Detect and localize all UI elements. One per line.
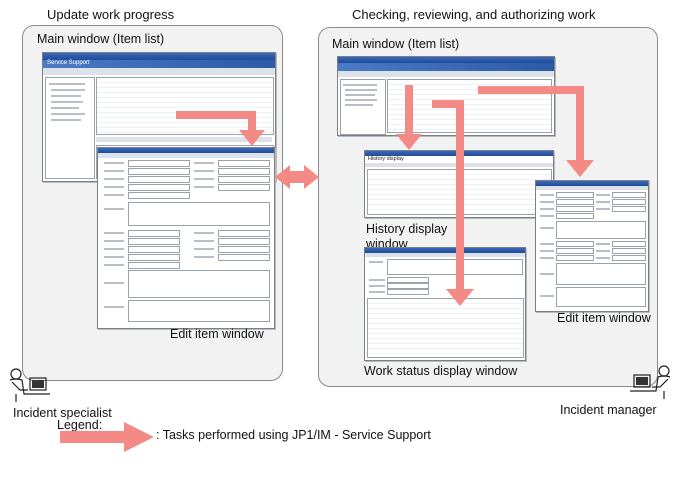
arrow-to-edit-horizontal [478, 86, 584, 94]
arrow-to-work-status-horizontal [432, 100, 464, 108]
edit-window-left [97, 147, 275, 329]
caption-main-window-right: Main window (Item list) [332, 37, 460, 51]
arrow-right-icon [60, 422, 154, 452]
arrow-to-work-status-head [446, 289, 474, 306]
legend-text: : Tasks performed using JP1/IM - Service… [156, 428, 431, 442]
arrow-left-horizontal [176, 111, 256, 119]
heading-update-work-progress: Update work progress [47, 7, 175, 22]
legend-title: Legend: [57, 418, 103, 432]
main-window-right [337, 56, 555, 136]
person-right-icon [630, 365, 671, 399]
caption-edit-window-left: Edit item window [170, 327, 264, 341]
main-window-left-title: Service Support [47, 60, 90, 66]
caption-work-status-window: Work status display window [364, 364, 518, 378]
heading-checking-reviewing: Checking, reviewing, and authorizing wor… [352, 7, 596, 22]
arrow-to-edit-vertical [576, 86, 584, 162]
person-left-icon [9, 368, 50, 402]
person-left-label: Incident specialist [13, 406, 112, 420]
arrow-to-history-vertical [405, 85, 413, 135]
history-window-title: History display [368, 156, 404, 162]
double-arrow-between-panels [275, 165, 319, 189]
arrow-left-vertical [248, 111, 256, 131]
work-status-window [364, 247, 526, 361]
caption-edit-window-right: Edit item window [557, 311, 651, 325]
arrow-left-head [239, 130, 265, 146]
caption-main-window-left: Main window (Item list) [37, 32, 165, 46]
person-right-label: Incident manager [560, 403, 657, 417]
arrow-to-edit-head [566, 160, 594, 177]
arrow-to-work-status-vertical [456, 100, 464, 290]
edit-window-right [535, 180, 649, 312]
arrow-to-history-head [396, 134, 422, 150]
